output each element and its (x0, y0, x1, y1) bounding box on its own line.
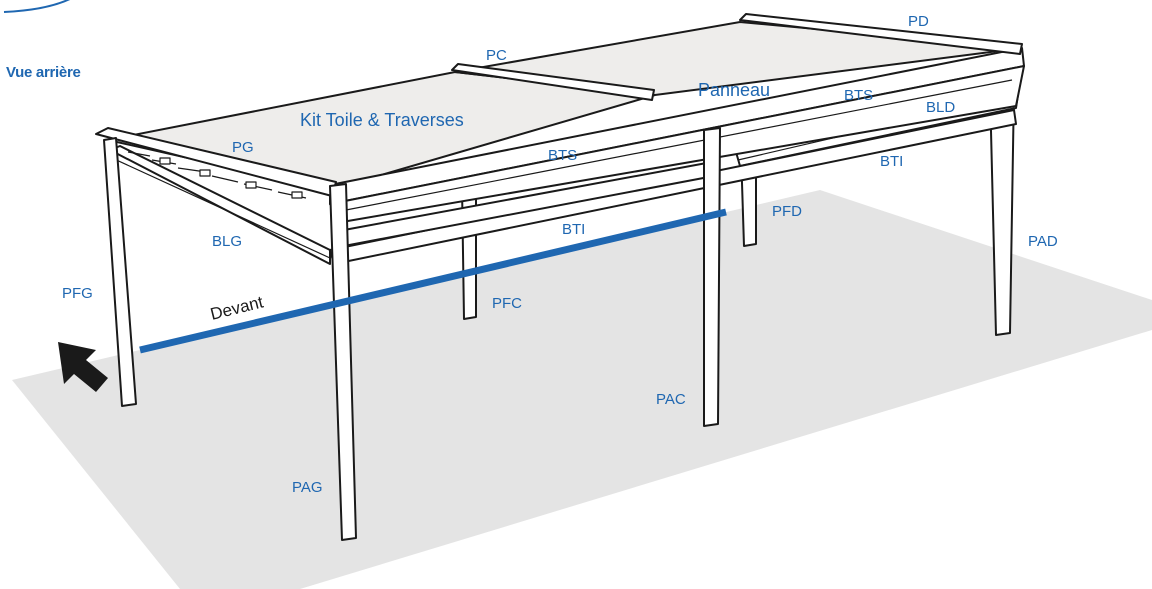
post-pac (703, 127, 721, 427)
label-pag: PAG (292, 479, 323, 496)
label-pad: PAD (1028, 233, 1058, 250)
front-direction-arrow-icon (58, 342, 108, 392)
label-blg: BLG (212, 233, 242, 250)
logo-arc (3, 0, 71, 13)
label-bti-right: BTI (880, 153, 903, 170)
beam-pd (739, 13, 1023, 55)
label-pc: PC (486, 47, 507, 64)
label-bts-center: BTS (548, 147, 577, 164)
post-pfg (103, 137, 137, 407)
label-pg: PG (232, 139, 254, 156)
label-bts-right: BTS (844, 87, 873, 104)
front-line (139, 208, 727, 354)
label-kit: Kit Toile & Traverses (300, 110, 464, 130)
beam-pg (95, 127, 337, 197)
label-bti-center: BTI (562, 221, 585, 238)
beam-pc (451, 63, 655, 101)
label-pd: PD (908, 13, 929, 30)
label-pac: PAC (656, 391, 686, 408)
post-pag (329, 183, 357, 541)
view-title: Vue arrière (6, 64, 81, 81)
label-pfd: PFD (772, 203, 802, 220)
front-posts (103, 127, 721, 541)
label-panneau: Panneau (698, 80, 770, 100)
label-pfc: PFC (492, 295, 522, 312)
label-bld: BLD (926, 99, 955, 116)
floor-shadow (12, 190, 1152, 589)
pergola-frame (95, 13, 1025, 541)
label-pfg: PFG (62, 285, 93, 302)
rafters-left (127, 151, 307, 199)
